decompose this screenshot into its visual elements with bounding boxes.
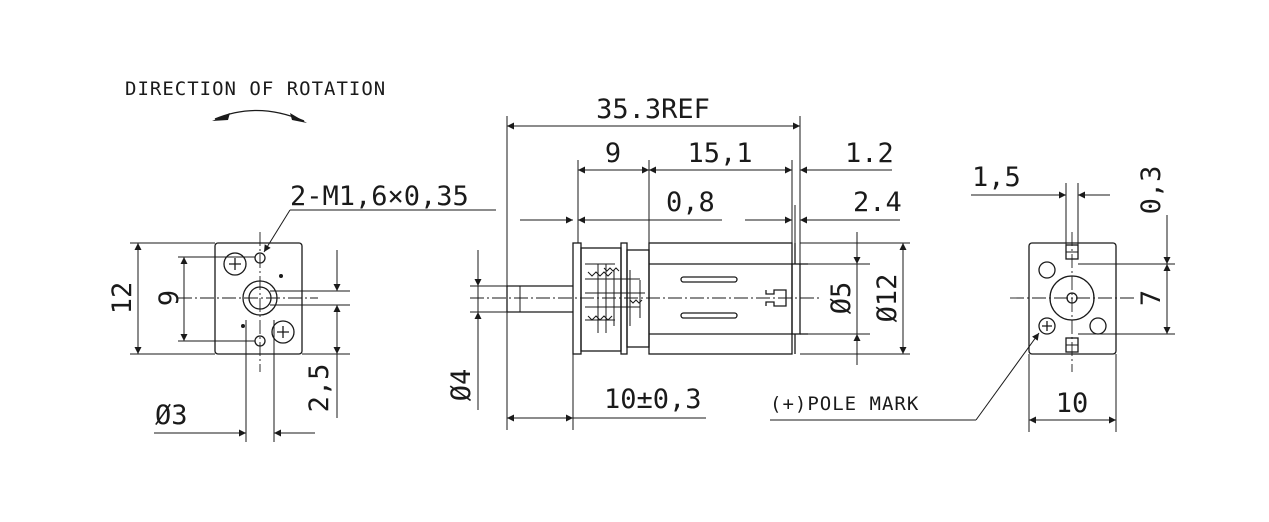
screw-callout-label: 2-M1,6×0,35 xyxy=(290,181,469,212)
pole-mark-icon xyxy=(1038,317,1056,335)
dim-shaft-offset: 2,5 xyxy=(304,364,335,413)
dim-end-gap: 1.2 xyxy=(845,138,894,169)
dim-shaft-length: 10±0,3 xyxy=(604,384,702,415)
dim-front-height: 12 xyxy=(107,282,138,315)
dim-boss-diameter: Ø5 xyxy=(826,282,857,315)
dim-rear-width: 10 xyxy=(1056,388,1089,419)
dim-shaft-dia: Ø3 xyxy=(155,400,188,431)
dim-terminal-pitch: 7 xyxy=(1136,290,1167,306)
dim-overall-length: 35.3REF xyxy=(596,94,710,125)
direction-label: DIRECTION OF ROTATION xyxy=(125,78,386,100)
dim-motor-length: 15,1 xyxy=(687,138,752,169)
dim-terminal-thickness: 0,3 xyxy=(1136,166,1167,215)
dim-plate-gap: 0,8 xyxy=(666,187,715,218)
screw-bottom-icon xyxy=(271,320,295,344)
dim-terminal-width: 1,5 xyxy=(972,162,1021,193)
dim-hole-pitch: 9 xyxy=(154,290,185,306)
dim-shaft-diameter: Ø4 xyxy=(446,369,477,402)
rear-view xyxy=(1010,232,1134,372)
dim-body-diameter: Ø12 xyxy=(872,274,903,323)
rotation-arrow-icon xyxy=(212,109,307,123)
dim-gearbox-length: 9 xyxy=(605,138,621,169)
pole-mark-label: (+)POLE MARK xyxy=(770,393,919,415)
dim-end-length: 2.4 xyxy=(853,187,902,218)
side-view xyxy=(470,242,820,355)
screw-top-icon xyxy=(223,252,247,276)
